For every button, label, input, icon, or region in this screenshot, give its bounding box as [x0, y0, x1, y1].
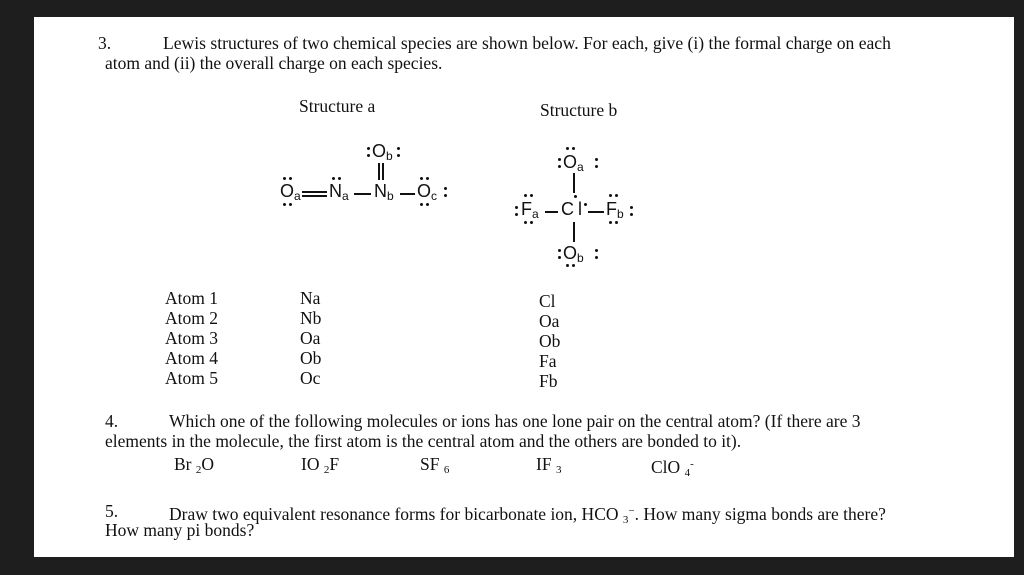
- cell-a: Oc: [300, 368, 321, 388]
- lone-pair-dot: [426, 203, 429, 206]
- atom-fb: Fb: [606, 199, 624, 221]
- row-label: Atom 4: [165, 348, 218, 368]
- atom-ob: Ob: [372, 141, 393, 163]
- lone-pair-dot: [609, 221, 612, 224]
- option-sf6: SF 6: [420, 454, 450, 477]
- bond-line: [588, 211, 604, 213]
- lone-pair-dot: [615, 194, 618, 197]
- lone-pair-dot: [595, 158, 598, 161]
- lone-pair-dot: [338, 177, 341, 180]
- q4-text-line2: elements in the molecule, the first atom…: [105, 431, 742, 451]
- lone-pair-dot: [367, 147, 370, 150]
- lone-pair-dot: [566, 264, 569, 267]
- lone-pair-dot: [630, 213, 633, 216]
- lone-pair-dot: [283, 177, 286, 180]
- atom-oa: Oa: [563, 152, 584, 174]
- q3-text-line2: atom and (ii) the overall charge on each…: [105, 53, 443, 73]
- bond-line: [573, 173, 575, 193]
- row-label: Atom 2: [165, 308, 218, 328]
- lone-pair-dot: [595, 165, 598, 168]
- lone-pair-dot: [609, 194, 612, 197]
- cell-a: Oa: [300, 328, 321, 348]
- cell-a: Na: [300, 288, 321, 308]
- lone-pair-dot: [558, 256, 561, 259]
- option-if3: IF 3: [536, 454, 562, 477]
- lone-pair-dot: [332, 177, 335, 180]
- lone-pair-dot: [574, 195, 577, 198]
- atom-oc: Oc: [417, 181, 438, 203]
- lone-pair-dot: [630, 206, 633, 209]
- lone-pair-dot: [283, 203, 286, 206]
- lone-pair-dot: [584, 203, 587, 206]
- atom-nb: Nb: [374, 181, 394, 203]
- cell-b: Fb: [539, 371, 558, 391]
- lone-pair-dot: [444, 194, 447, 197]
- lone-pair-dot: [595, 256, 598, 259]
- lone-pair-dot: [289, 203, 292, 206]
- lone-pair-dot: [558, 158, 561, 161]
- bond-line: [545, 211, 558, 213]
- single-bond: [400, 193, 415, 195]
- lone-pair-dot: [530, 221, 533, 224]
- double-bond: [302, 191, 327, 193]
- cell-b: Fa: [539, 351, 557, 371]
- lone-pair-dot: [420, 203, 423, 206]
- q3-number: 3.: [98, 33, 112, 53]
- option-br2o: Br 2O: [174, 454, 215, 477]
- row-label: Atom 3: [165, 328, 218, 348]
- row-label: Atom 5: [165, 368, 218, 388]
- lone-pair-dot: [426, 177, 429, 180]
- structure-a-title: Structure a: [299, 96, 376, 116]
- bond-line: [573, 222, 575, 242]
- lone-pair-dot: [444, 187, 447, 190]
- atom-ob: Ob: [563, 243, 584, 265]
- structure-b-title: Structure b: [540, 100, 618, 120]
- atom-na: Na: [329, 181, 349, 203]
- lone-pair-dot: [572, 264, 575, 267]
- document-page: 3. Lewis structures of two chemical spec…: [34, 17, 1014, 557]
- lone-pair-dot: [524, 221, 527, 224]
- lone-pair-dot: [615, 221, 618, 224]
- lone-pair-dot: [397, 147, 400, 150]
- q4-number: 4.: [105, 411, 119, 431]
- lone-pair-dot: [420, 177, 423, 180]
- q5-text-line1: Draw two equivalent resonance forms for …: [169, 504, 886, 527]
- cell-a: Nb: [300, 308, 322, 328]
- atom-cl: Cl: [561, 199, 586, 219]
- double-bond: [378, 163, 380, 180]
- single-bond: [354, 193, 371, 195]
- lone-pair-dot: [595, 249, 598, 252]
- lone-pair-dot: [289, 177, 292, 180]
- lone-pair-dot: [524, 194, 527, 197]
- double-bond: [302, 195, 327, 197]
- lone-pair-dot: [558, 249, 561, 252]
- option-clo4: ClO 4-: [651, 457, 694, 480]
- q5-text-line2: How many pi bonds?: [105, 520, 255, 540]
- cell-b: Ob: [539, 331, 561, 351]
- lone-pair-dot: [572, 147, 575, 150]
- row-label: Atom 1: [165, 288, 218, 308]
- double-bond: [382, 163, 384, 180]
- lone-pair-dot: [558, 165, 561, 168]
- cell-a: Ob: [300, 348, 322, 368]
- lone-pair-dot: [515, 206, 518, 209]
- cell-b: Cl: [539, 291, 556, 311]
- lone-pair-dot: [367, 154, 370, 157]
- q4-text-line1: Which one of the following molecules or …: [169, 411, 861, 431]
- atom-fa: Fa: [521, 199, 539, 221]
- lone-pair-dot: [515, 213, 518, 216]
- q5-number: 5.: [105, 501, 119, 521]
- q3-text-line1: Lewis structures of two chemical species…: [163, 33, 891, 53]
- option-io2f: IO 2F: [301, 454, 340, 477]
- lone-pair-dot: [566, 147, 569, 150]
- lone-pair-dot: [530, 194, 533, 197]
- atom-oa: Oa: [280, 181, 301, 203]
- cell-b: Oa: [539, 311, 560, 331]
- lone-pair-dot: [397, 154, 400, 157]
